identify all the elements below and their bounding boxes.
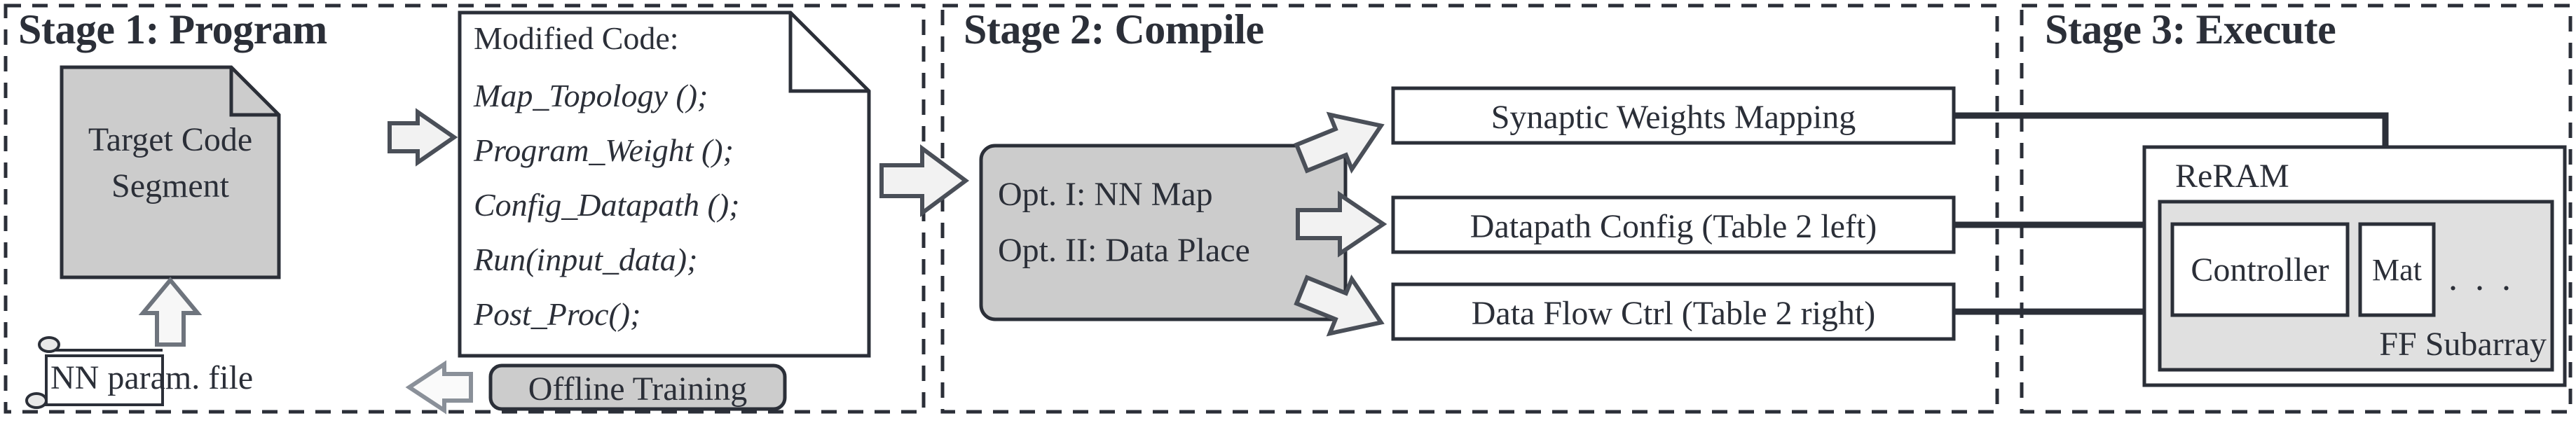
data-flow-ctrl-box-shape: [1391, 282, 1956, 341]
offline-training-shape: [488, 363, 787, 411]
synaptic-weights-mapping-label: Synaptic Weights Mapping: [1491, 99, 1856, 136]
modified-code-line-2: Program_Weight ();: [474, 132, 734, 168]
stage2-title: Stage 2: Compile: [964, 6, 1264, 53]
controller-label: Controller: [2191, 251, 2329, 289]
modified-code-line-3: Config_Datapath ();: [474, 187, 740, 223]
ff-subarray-label: FF Subarray: [2379, 326, 2547, 363]
reram-label: ReRAM: [2175, 158, 2289, 195]
arrow-target-to-modified: [388, 108, 458, 167]
mat-label: Mat: [2372, 253, 2422, 287]
stage3-container: [2020, 4, 2572, 414]
datapath-config-label: Datapath Config (Table 2 left): [1469, 208, 1877, 245]
modified-code-fold: [788, 13, 869, 93]
stage1-title: Stage 1: Program: [18, 6, 327, 53]
modified-code-line-5: Post_Proc();: [474, 296, 641, 332]
optimization-line-2: Opt. II: Data Place: [998, 232, 1250, 269]
arrow-offline-to-nnparam: [405, 360, 473, 415]
stage2-container: [940, 4, 1999, 414]
arrow-opt-to-dataflow: [1294, 274, 1385, 337]
target-code-segment-fold: [229, 67, 279, 117]
optimization-line-1: Opt. I: NN Map: [998, 176, 1213, 213]
nn-param-file-shape: [45, 354, 164, 406]
target-code-segment-shape: [60, 65, 281, 279]
modified-code-line-1: Map_Topology ();: [474, 78, 708, 113]
stage3-title: Stage 3: Execute: [2045, 6, 2336, 53]
offline-training-label: Offline Training: [528, 370, 748, 408]
target-code-segment-line2: Segment: [111, 167, 229, 204]
modified-code-heading: Modified Code:: [474, 20, 679, 56]
datapath-config-box-shape: [1391, 195, 1956, 254]
arrow-opt-to-datapath: [1296, 190, 1388, 258]
modified-code-shape: [458, 11, 871, 358]
arrow-nnparam-to-target: [138, 277, 203, 347]
arrow-opt-to-synaptic: [1294, 111, 1385, 174]
nn-param-file-label: NN param. file: [50, 359, 254, 396]
data-flow-ctrl-label: Data Flow Ctrl (Table 2 right): [1471, 295, 1876, 332]
arrow-stage1-to-stage2: [879, 144, 970, 217]
controller-box-shape: [2170, 222, 2350, 317]
mat-ellipsis-label: . . .: [2448, 258, 2515, 298]
mat-box-shape: [2358, 222, 2436, 317]
nn-param-file-scroll-curl-bottom: [25, 392, 48, 409]
modified-code-line-4: Run(input_data);: [474, 242, 698, 277]
nn-param-file-scroll-curl-top: [38, 336, 61, 353]
target-code-segment-line1: Target Code: [88, 121, 253, 158]
